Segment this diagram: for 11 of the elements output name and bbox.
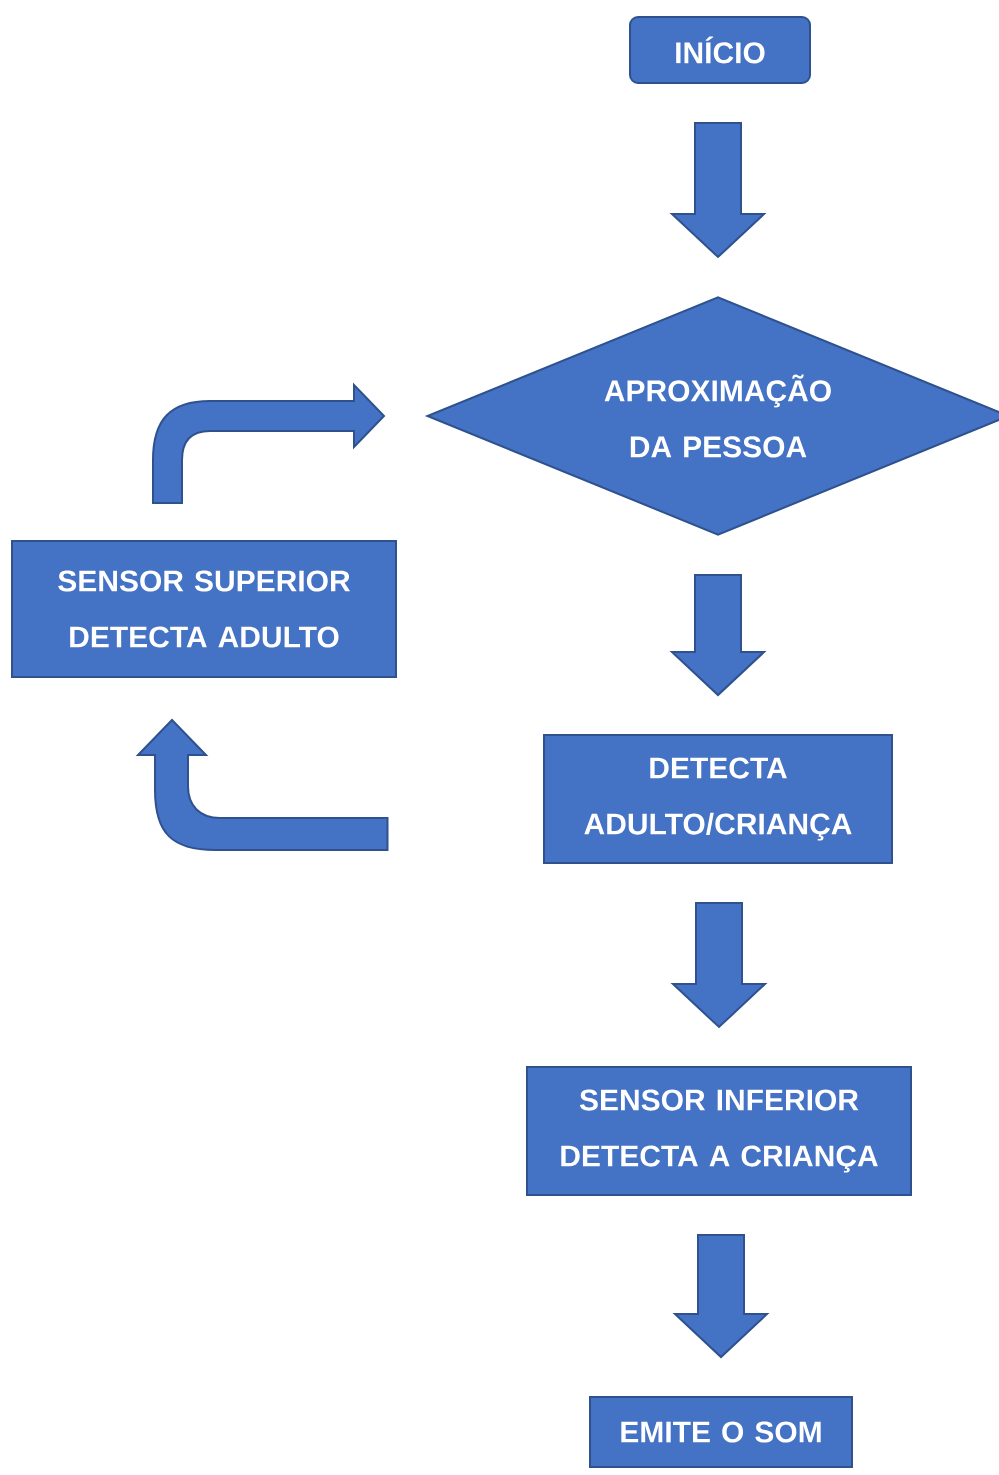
block-arrow [670,902,768,1029]
block-arrow [152,384,385,504]
process-box: SENSOR SUPERIOR DETECTA ADULTO [11,540,397,678]
block-arrow [669,122,767,259]
block-arrow [137,719,389,851]
end-box: EMITE O SOM [589,1396,853,1468]
process-box: DETECTA ADULTO/CRIANÇA [543,734,893,864]
start-box: INÍCIO [629,16,811,84]
block-arrow [672,1234,770,1359]
process-box: SENSOR INFERIOR DETECTA A CRIANÇA [526,1066,912,1196]
block-arrow [669,574,767,697]
